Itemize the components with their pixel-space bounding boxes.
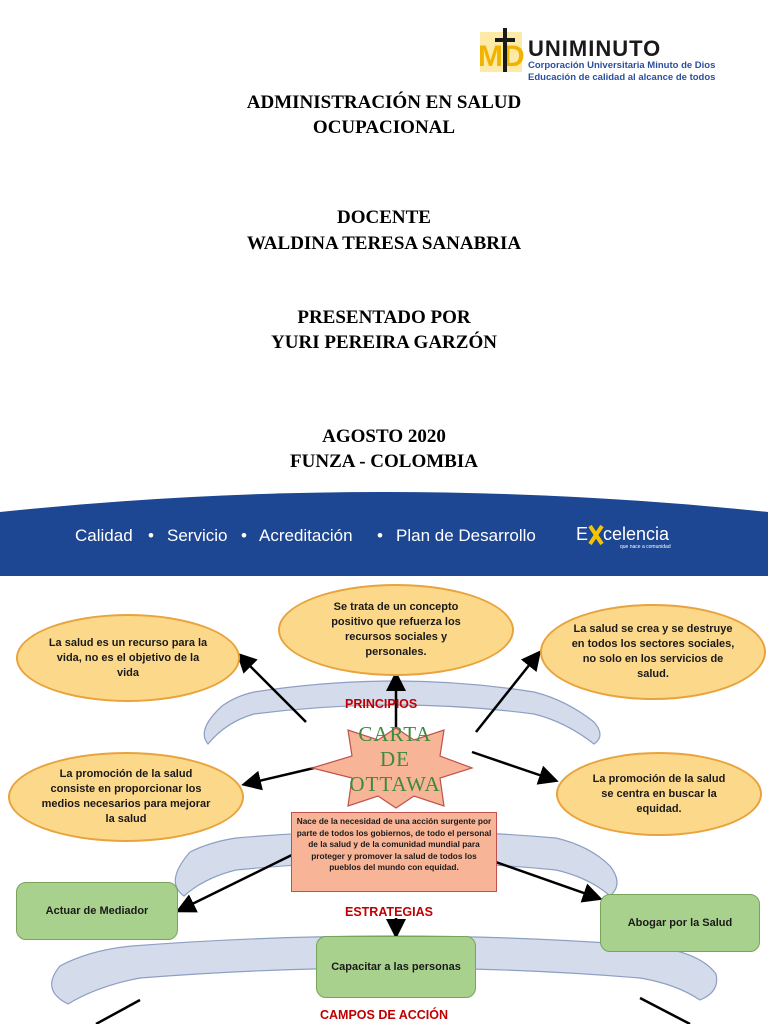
oval-sectores-sociales: La salud se crea y se destruye en todos … [540, 604, 766, 700]
arrow-to-right-mid-oval [471, 750, 559, 785]
excelencia-x-icon [588, 524, 604, 546]
oval-medios-necesarios: La promoción de la salud consiste en pro… [8, 752, 244, 842]
excelencia-word: celencia [603, 524, 670, 544]
excelencia-tagline: que nace a comunidad [620, 544, 671, 550]
oval-equidad: La promoción de la salud se centra en bu… [556, 752, 762, 836]
strategy-mediador: Actuar de Mediador [16, 882, 178, 940]
strategy-abogar: Abogar por la Salud [600, 894, 760, 952]
docente-name: WALDINA TERESA SANABRIA [246, 233, 522, 254]
carta-star-shape [309, 727, 474, 809]
bullet-icon: • [377, 526, 383, 545]
strategy-capacitar: Capacitar a las personas [316, 936, 476, 998]
band-item-servicio: Servicio [167, 526, 228, 545]
md-logo-icon: MD [478, 28, 525, 73]
presentado-label: PRESENTADO POR [297, 307, 471, 328]
carta-de-ottawa-title: CARTA DE OTTAWA [320, 722, 470, 797]
arrow-to-right-oval [475, 650, 542, 733]
center-description-box: Nace de la necesidad de una acción surge… [291, 812, 497, 892]
arrow-to-left-oval [236, 652, 307, 723]
course-title-line2: OCUPACIONAL [312, 117, 456, 138]
arrow-to-abogar [489, 858, 603, 903]
arrow-to-campo-right [639, 996, 691, 1024]
de-word: DE [380, 747, 410, 771]
arrow-to-mediador [175, 848, 303, 913]
logo-name: UNIMINUTO [528, 36, 662, 61]
place: FUNZA - COLOMBIA [290, 451, 478, 472]
bullet-icon: • [148, 526, 154, 545]
carta-word: CARTA [358, 722, 432, 746]
principios-ribbon [203, 680, 601, 745]
blue-band [0, 492, 768, 576]
estrategias-label: ESTRATEGIAS [345, 905, 433, 919]
course-title-line1: ADMINISTRACIÓN EN SALUD [246, 92, 522, 113]
campos-ribbon [51, 935, 718, 1005]
oval-recurso-vida: La salud es un recurso para la vida, no … [16, 614, 240, 702]
docente-label: DOCENTE [337, 207, 431, 228]
campos-label: CAMPOS DE ACCIÓN [320, 1008, 449, 1022]
logo-initials: MD [478, 40, 525, 73]
ottawa-word: OTTAWA [349, 772, 441, 796]
excelencia-prefix: E [576, 524, 589, 544]
date: AGOSTO 2020 [322, 426, 446, 447]
arrow-to-left-mid-oval [241, 766, 315, 791]
arrow-to-campo-left [95, 998, 141, 1024]
band-item-calidad: Calidad [75, 526, 133, 545]
oval-concepto-positivo: Se trata de un concepto positivo que ref… [278, 584, 514, 676]
bullet-icon: • [241, 526, 247, 545]
diagram-graphics [51, 650, 718, 1024]
band-item-acreditacion: Acreditación [259, 526, 353, 545]
band-item-plan: Plan de Desarrollo [396, 526, 536, 545]
presentado-name: YURI PEREIRA GARZÓN [271, 332, 497, 353]
logo-subtitle2: Educación de calidad al alcance de todos [528, 72, 716, 83]
logo-subtitle1: Corporación Universitaria Minuto de Dios [528, 60, 716, 71]
principios-label: PRINCIPIOS [345, 697, 418, 711]
